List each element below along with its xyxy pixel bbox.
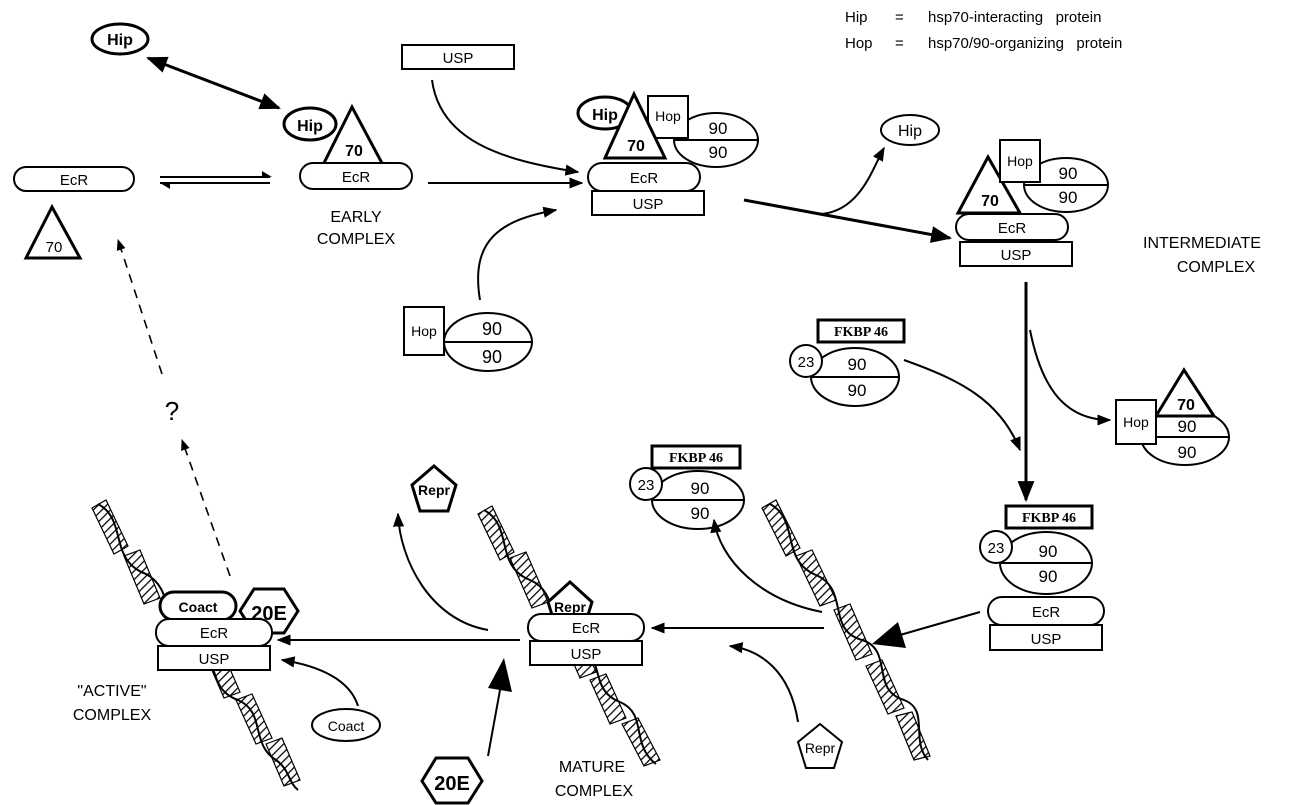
early-complex: Hip 70 EcR EARLY COMPLEX (284, 107, 412, 248)
hip-label: Hip (592, 107, 618, 124)
hip-hop-complex: 90 90 Hop Hip 70 EcR USP (578, 94, 758, 215)
active-complex-label-1: "ACTIVE" (77, 683, 146, 700)
active-complex: Coact 20E EcR USP "ACTIVE" COMPLEX (73, 589, 298, 724)
hsp90-label: 90 (1059, 188, 1078, 207)
hsp70-label: 70 (981, 193, 999, 210)
hsp90-label: 90 (1059, 164, 1078, 183)
free-fkbp-p23-hsp90: 90 90 23 FKBP 46 (790, 320, 904, 406)
legend-hop-equals: = (895, 35, 904, 52)
hsp90-label: 90 (691, 504, 710, 523)
legend-hop-abbr: Hop (845, 35, 873, 52)
hop-label: Hop (411, 323, 437, 339)
hop-label: Hop (655, 108, 681, 124)
free-hip: Hip (92, 24, 148, 54)
hsp90-label: 90 (482, 319, 502, 339)
free-hop-hsp90: 90 90 Hop (404, 307, 532, 371)
early-complex-label-1: EARLY (330, 209, 382, 226)
hsp70-label: 70 (627, 138, 645, 155)
mature-complex-label-2: COMPLEX (555, 783, 634, 800)
usp-label: USP (1031, 631, 1062, 648)
legend-hip-definition: hsp70-interacting protein (928, 9, 1101, 26)
p23-label: 23 (638, 477, 655, 494)
repr-label: Repr (418, 482, 450, 498)
fkbp-label: FKBP 46 (669, 451, 723, 466)
coact-label: Coact (328, 718, 365, 734)
released-fkbp-p23-hsp90: 90 90 23 FKBP 46 (630, 446, 744, 529)
released-hop-hsp70-hsp90: 90 90 70 Hop (1116, 370, 1229, 465)
usp-label: USP (571, 646, 602, 663)
usp-label: USP (1001, 247, 1032, 264)
hop-label: Hop (1007, 153, 1033, 169)
hip-label: Hip (297, 118, 323, 135)
released-repr: Repr (412, 466, 456, 511)
ecr-label: EcR (572, 620, 601, 637)
active-complex-label-2: COMPLEX (73, 707, 152, 724)
hsp90-label: 90 (709, 143, 728, 162)
legend: Hip = hsp70-interacting protein Hop = hs… (845, 9, 1122, 52)
intermediate-complex: 90 90 70 Hop EcR USP INTERMEDIATE COMPLE… (956, 140, 1261, 276)
coact-label: Coact (179, 599, 218, 615)
fkbp-label: FKBP 46 (834, 325, 888, 340)
ecr-label: EcR (998, 220, 1027, 237)
hip-label: Hip (898, 123, 922, 140)
usp-label: USP (633, 196, 664, 213)
p23-label: 23 (988, 540, 1005, 557)
hormone-20e-label: 20E (434, 773, 470, 795)
hsp90-label: 90 (709, 119, 728, 138)
ecr-label: EcR (60, 172, 89, 189)
ecr-label: EcR (200, 625, 229, 642)
fkbp-receptor-complex: 90 90 23 FKBP 46 EcR USP (980, 506, 1104, 650)
hip-label: Hip (107, 32, 133, 49)
hop-label: Hop (1123, 414, 1149, 430)
early-complex-label-2: COMPLEX (317, 231, 396, 248)
free-coact: Coact (312, 709, 380, 741)
ecr-label: EcR (1032, 604, 1061, 621)
hsp70-label: 70 (46, 239, 63, 256)
usp-label: USP (199, 651, 230, 668)
repr-label: Repr (554, 599, 586, 615)
mature-complex-label-1: MATURE (559, 759, 625, 776)
hsp70-label: 70 (345, 143, 363, 160)
repr-label: Repr (805, 740, 836, 756)
unknown-step-question-mark: ? (165, 396, 179, 426)
ecr-label: EcR (342, 169, 371, 186)
free-usp: USP (402, 45, 514, 69)
hsp90-label: 90 (691, 479, 710, 498)
free-ecr: EcR (14, 167, 134, 191)
legend-hop-definition: hsp70/90-organizing protein (928, 35, 1122, 52)
dna-helix-right (762, 500, 930, 760)
free-repr: Repr (798, 724, 842, 768)
p23-label: 23 (798, 354, 815, 371)
released-hip: Hip (881, 115, 939, 145)
hsp90-label: 90 (482, 347, 502, 367)
free-hsp70: 70 (26, 207, 80, 258)
intermediate-complex-label-1: INTERMEDIATE (1143, 235, 1261, 252)
ecr-label: EcR (630, 170, 659, 187)
free-hormone-20e: 20E (422, 758, 482, 803)
fkbp-label: FKBP 46 (1022, 511, 1076, 526)
legend-hip-abbr: Hip (845, 9, 868, 26)
hsp90-label: 90 (1039, 542, 1058, 561)
hsp90-label: 90 (1178, 417, 1197, 436)
hsp90-label: 90 (1178, 443, 1197, 462)
mature-complex: Repr EcR USP MATURE COMPLEX (528, 582, 644, 800)
hsp70-label: 70 (1177, 397, 1195, 414)
intermediate-complex-label-2: COMPLEX (1177, 259, 1256, 276)
legend-hip-equals: = (895, 9, 904, 26)
hsp90-label: 90 (848, 381, 867, 400)
hsp90-label: 90 (848, 355, 867, 374)
usp-label: USP (443, 50, 474, 67)
hsp90-label: 90 (1039, 567, 1058, 586)
